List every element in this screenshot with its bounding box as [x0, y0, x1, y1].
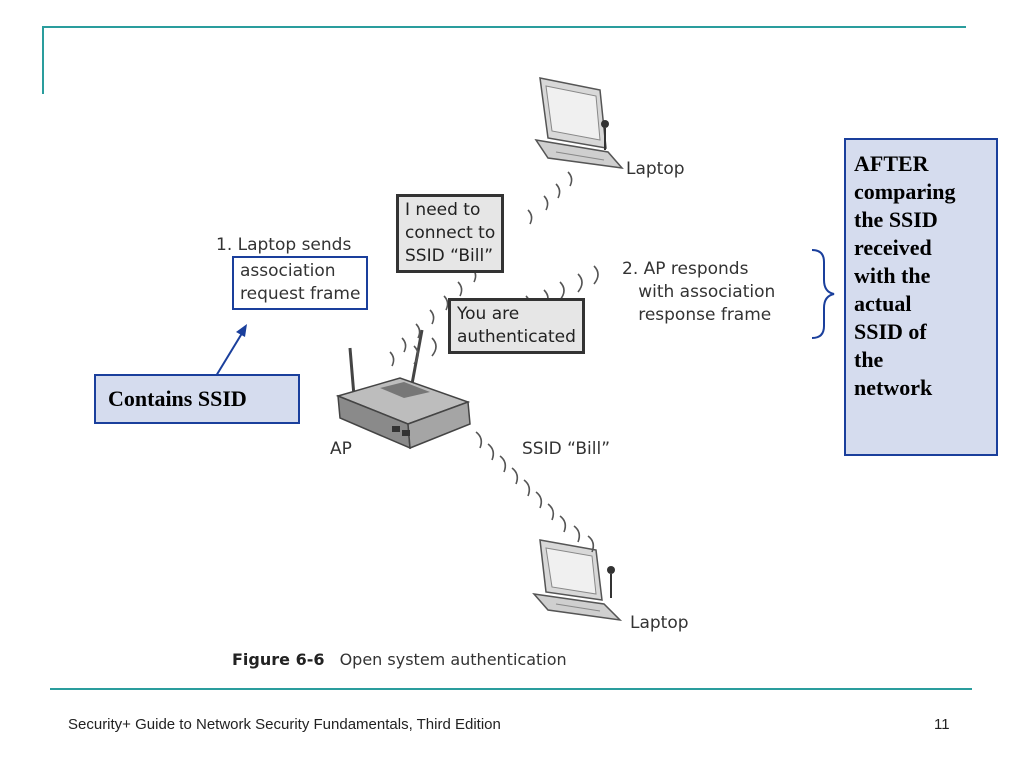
laptop-top-icon — [534, 77, 624, 170]
laptop-top-label: Laptop — [626, 159, 685, 179]
figure-number: Figure 6-6 — [232, 650, 325, 669]
footer-title: Security+ Guide to Network Security Fund… — [68, 716, 501, 733]
step1-request-box: association request frame — [232, 256, 369, 310]
laptop-bottom-icon — [532, 539, 623, 622]
figure-caption: Figure 6-6 Open system authentication — [232, 650, 567, 669]
signal-waves-to-bottom — [475, 431, 595, 553]
laptop-bottom-label: Laptop — [630, 613, 689, 633]
page-number: 11 — [934, 716, 950, 733]
contains-arrow — [215, 324, 247, 377]
after-comparing-callout: AFTER comparing the SSID received with t… — [844, 138, 998, 456]
right-brace — [811, 249, 835, 339]
step1-label: 1. Laptop sends — [216, 235, 352, 255]
ap-label: AP — [330, 439, 352, 459]
step2-label: 2. AP responds with association response… — [622, 259, 776, 325]
signal-waves-to-top — [389, 171, 573, 367]
bubble-need-connect: I need to connect to SSID “Bill” — [396, 194, 505, 273]
bottom-rule — [50, 688, 972, 690]
contains-ssid-callout: Contains SSID — [94, 374, 300, 424]
bubble-authenticated: You are authenticated — [448, 298, 585, 354]
top-rule — [42, 26, 966, 28]
left-rule — [42, 26, 44, 94]
ssid-label: SSID “Bill” — [522, 439, 611, 459]
figure-title: Open system authentication — [339, 650, 567, 669]
